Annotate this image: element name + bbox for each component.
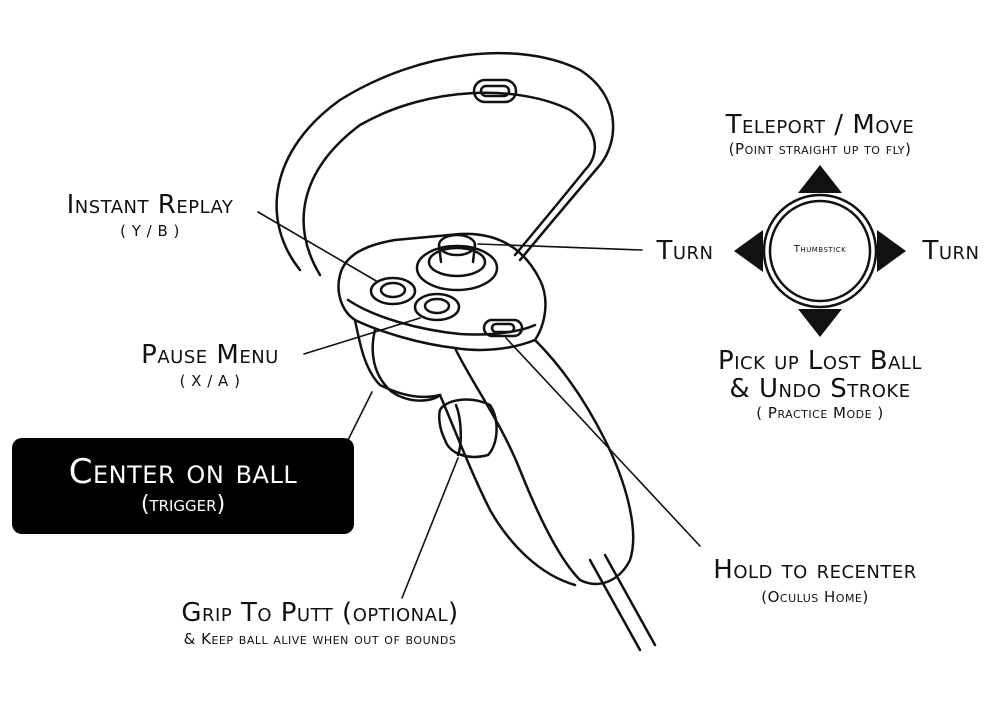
button-a (413, 292, 461, 322)
home-button (482, 318, 524, 338)
grip-to-putt-sublabel: & Keep ball alive when out of bounds (183, 630, 457, 648)
tracking-ring-inner (302, 91, 597, 277)
callout-line-trigger (347, 391, 373, 441)
grip-to-putt-label: Grip To Putt (optional) (181, 598, 459, 628)
instant-replay-label: Instant Replay (66, 190, 234, 220)
controller-handle (353, 318, 442, 399)
teleport-move-label: Teleport / Move (725, 110, 915, 140)
pause-menu-label: Pause Menu (141, 340, 279, 370)
arrow-right-icon (877, 230, 906, 272)
thumbstick-label: Thumbstick (793, 244, 847, 255)
tracking-ring-outer (275, 51, 615, 272)
callout-line-pause (303, 317, 421, 355)
button-b (369, 276, 417, 306)
callout-line-instant-replay (257, 211, 379, 283)
thumbstick-base (415, 244, 499, 292)
pick-up-label-line1: Pick up Lost Ball (718, 346, 922, 376)
center-on-ball-label: Center on ball (68, 452, 298, 492)
arrow-up-icon (798, 165, 842, 193)
thumbstick-circle-outer (762, 193, 878, 309)
hold-to-recenter-label: Hold to recenter (713, 555, 917, 585)
callout-line-home (505, 337, 701, 547)
pick-up-sublabel: ( Practice Mode ) (756, 404, 884, 422)
callout-line-turn (477, 243, 643, 251)
instant-replay-sublabel: ( Y / B ) (120, 222, 180, 240)
arrow-left-icon (734, 230, 763, 272)
pause-menu-sublabel: ( X / A ) (179, 372, 241, 390)
cable (588, 558, 642, 652)
teleport-move-sublabel: (Point straight up to fly) (728, 140, 912, 158)
center-on-ball-callout: Center on ball (trigger) (12, 438, 354, 534)
ring-button (472, 78, 518, 104)
turn-left-label: Turn (656, 236, 714, 266)
thumbstick-circle-inner (768, 199, 872, 303)
pick-up-label-line2: & Undo Stroke (729, 374, 911, 404)
grip-button (437, 398, 498, 459)
callout-line-grip (401, 457, 459, 599)
hold-to-recenter-sublabel: (Oculus Home) (761, 588, 869, 606)
center-on-ball-sublabel: (trigger) (140, 492, 226, 517)
arrow-down-icon (798, 309, 842, 337)
trigger (371, 328, 442, 402)
turn-right-label: Turn (922, 236, 980, 266)
